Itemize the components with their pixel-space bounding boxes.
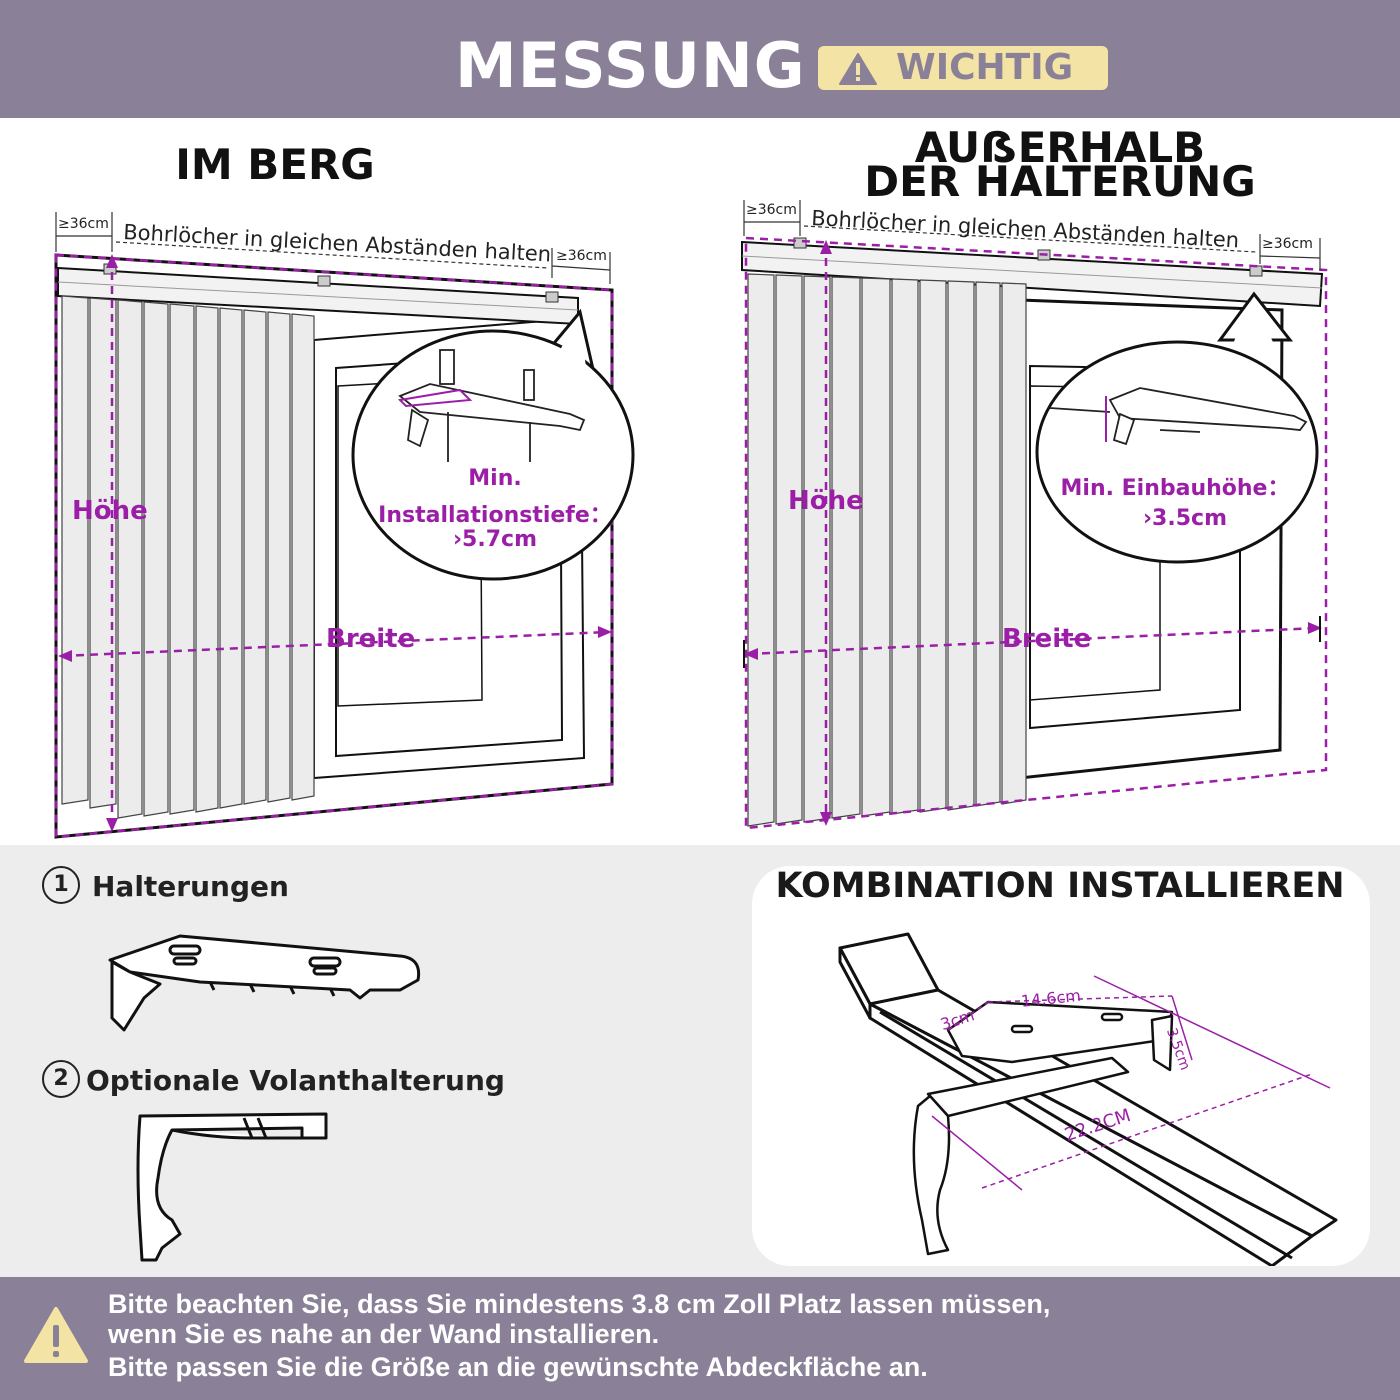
gap-left-label: ≥36cm (58, 216, 109, 232)
combination-title: KOMBINATION INSTALLIEREN (775, 866, 1345, 906)
blind-vanes (61, 295, 315, 819)
measurement-guides (744, 236, 1328, 830)
install-depth-callout (351, 308, 635, 581)
measurement-arrows (58, 254, 612, 832)
headrail (838, 932, 1338, 1266)
part-number-2: 2 (42, 1060, 80, 1098)
width-label: Breite (326, 624, 416, 654)
height-label: Höhe (72, 496, 148, 526)
height-label: Höhe (788, 486, 864, 516)
footer-note-line3: Bitte passen Sie die Größe an die gewüns… (108, 1352, 928, 1382)
callout-depth-line2: Installationstiefe： (378, 503, 612, 528)
inside-mount-diagram (54, 212, 635, 839)
drill-spacing-dims (743, 200, 1321, 270)
measurement-guides (54, 253, 614, 839)
important-badge-label: WICHTIG (896, 47, 1074, 88)
callout-height-line1: Min. Einbauhöhe： (1060, 476, 1290, 501)
install-height-callout (1035, 291, 1319, 564)
measurement-arrows (744, 240, 1322, 826)
gap-left-label: ≥36cm (746, 202, 797, 218)
drill-spacing-dims (55, 212, 611, 284)
footer-note-line2: wenn Sie es nahe an der Wand installiere… (108, 1319, 660, 1349)
header-bar (0, 0, 1400, 118)
footer-note-line1: Bitte beachten Sie, dass Sie mindestens … (108, 1289, 1051, 1319)
outside-mount-title-line1: AUẞERHALB (914, 123, 1206, 172)
footer-note-bar (0, 1277, 1400, 1400)
header-title: MESSUNG (455, 29, 806, 102)
bracket-sketch (1049, 387, 1308, 446)
gap-right-label: ≥36cm (1262, 236, 1313, 252)
blind-vanes (747, 273, 1027, 827)
bracket-illustration (108, 934, 421, 1032)
outside-mount-diagram (741, 200, 1328, 830)
width-label: Breite (1002, 624, 1092, 654)
valance-clip-illustration (136, 1112, 328, 1262)
warning-triangle-icon (24, 1307, 88, 1363)
part-label-valance-clip: Optionale Volanthalterung (86, 1064, 505, 1097)
warning-triangle-icon (839, 53, 877, 85)
outside-mount-title-line2: DER HALTERUNG (864, 157, 1256, 206)
part-label-brackets: Halterungen (92, 870, 289, 903)
callout-depth-line1: Min. (468, 466, 522, 491)
combination-illustration (838, 932, 1338, 1266)
callout-height-line2: ›3.5cm (1142, 506, 1227, 531)
inside-mount-title: IM BERG (175, 140, 375, 189)
gap-right-label: ≥36cm (556, 248, 607, 264)
part-number-1: 1 (42, 866, 80, 904)
callout-depth-line3: ›5.7cm (452, 527, 537, 552)
bracket-sketch (398, 349, 586, 462)
dimension-lines (931, 975, 1331, 1191)
mounted-valance-clip (912, 1056, 1130, 1256)
